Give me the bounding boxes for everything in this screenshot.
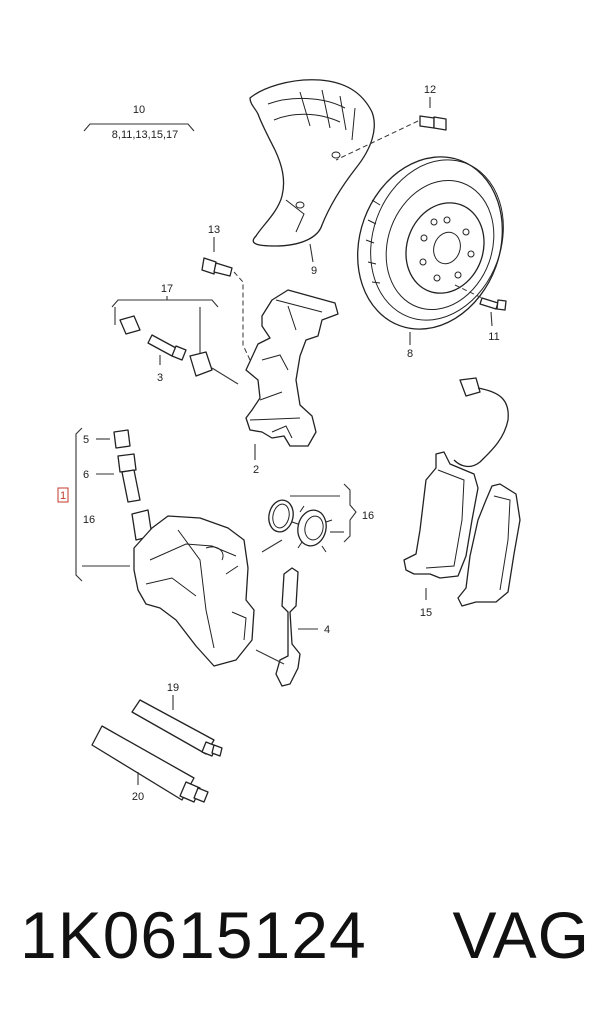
bolt-12: 12	[335, 84, 447, 161]
part-number: 1K0615124	[20, 898, 367, 972]
guide-pins: 17 3	[111, 283, 239, 385]
grease-tube-19: 19	[131, 682, 223, 757]
label-3: 3	[157, 372, 163, 384]
label-10: 10	[133, 104, 145, 116]
highlight-box	[57, 487, 69, 503]
screw-11: 11	[454, 284, 507, 343]
label-2: 2	[253, 464, 259, 476]
caption: 1K0615124 VAG	[20, 895, 590, 975]
label-11: 11	[488, 331, 499, 343]
retaining-spring: 4	[255, 567, 330, 687]
label-4: 4	[324, 624, 330, 636]
bleed-valve-parts: 5 6	[83, 429, 141, 503]
label-16-a: 16	[83, 514, 95, 526]
grease-tube-20: 20	[91, 725, 209, 803]
label-1: 1	[60, 490, 66, 502]
label-17: 17	[161, 283, 173, 295]
label-5: 5	[83, 434, 89, 446]
label-16-b: 16	[362, 510, 374, 522]
brand-name: VAG	[452, 898, 590, 972]
brake-disc: 8	[357, 156, 504, 360]
brake-pads: 15	[403, 377, 521, 619]
caliper: 1 16	[57, 427, 283, 667]
label-15: 15	[420, 607, 432, 619]
label-19: 19	[167, 682, 179, 694]
label-6: 6	[83, 469, 89, 481]
label-20: 20	[132, 791, 144, 803]
label-8: 8	[407, 348, 413, 360]
caliper-carrier: 2	[245, 289, 339, 476]
splash-shield: 9	[249, 79, 375, 277]
label-10-list: 8,11,13,15,17	[112, 129, 178, 141]
label-12: 12	[424, 84, 436, 96]
label-13: 13	[208, 224, 220, 236]
brake-assembly-diagram: 10 8,11,13,15,17 9 12 8	[57, 79, 521, 803]
bolt-13: 13	[201, 224, 251, 361]
callout-10: 10 8,11,13,15,17	[83, 104, 195, 141]
label-9: 9	[311, 265, 317, 277]
piston-seals: 16	[268, 483, 374, 553]
